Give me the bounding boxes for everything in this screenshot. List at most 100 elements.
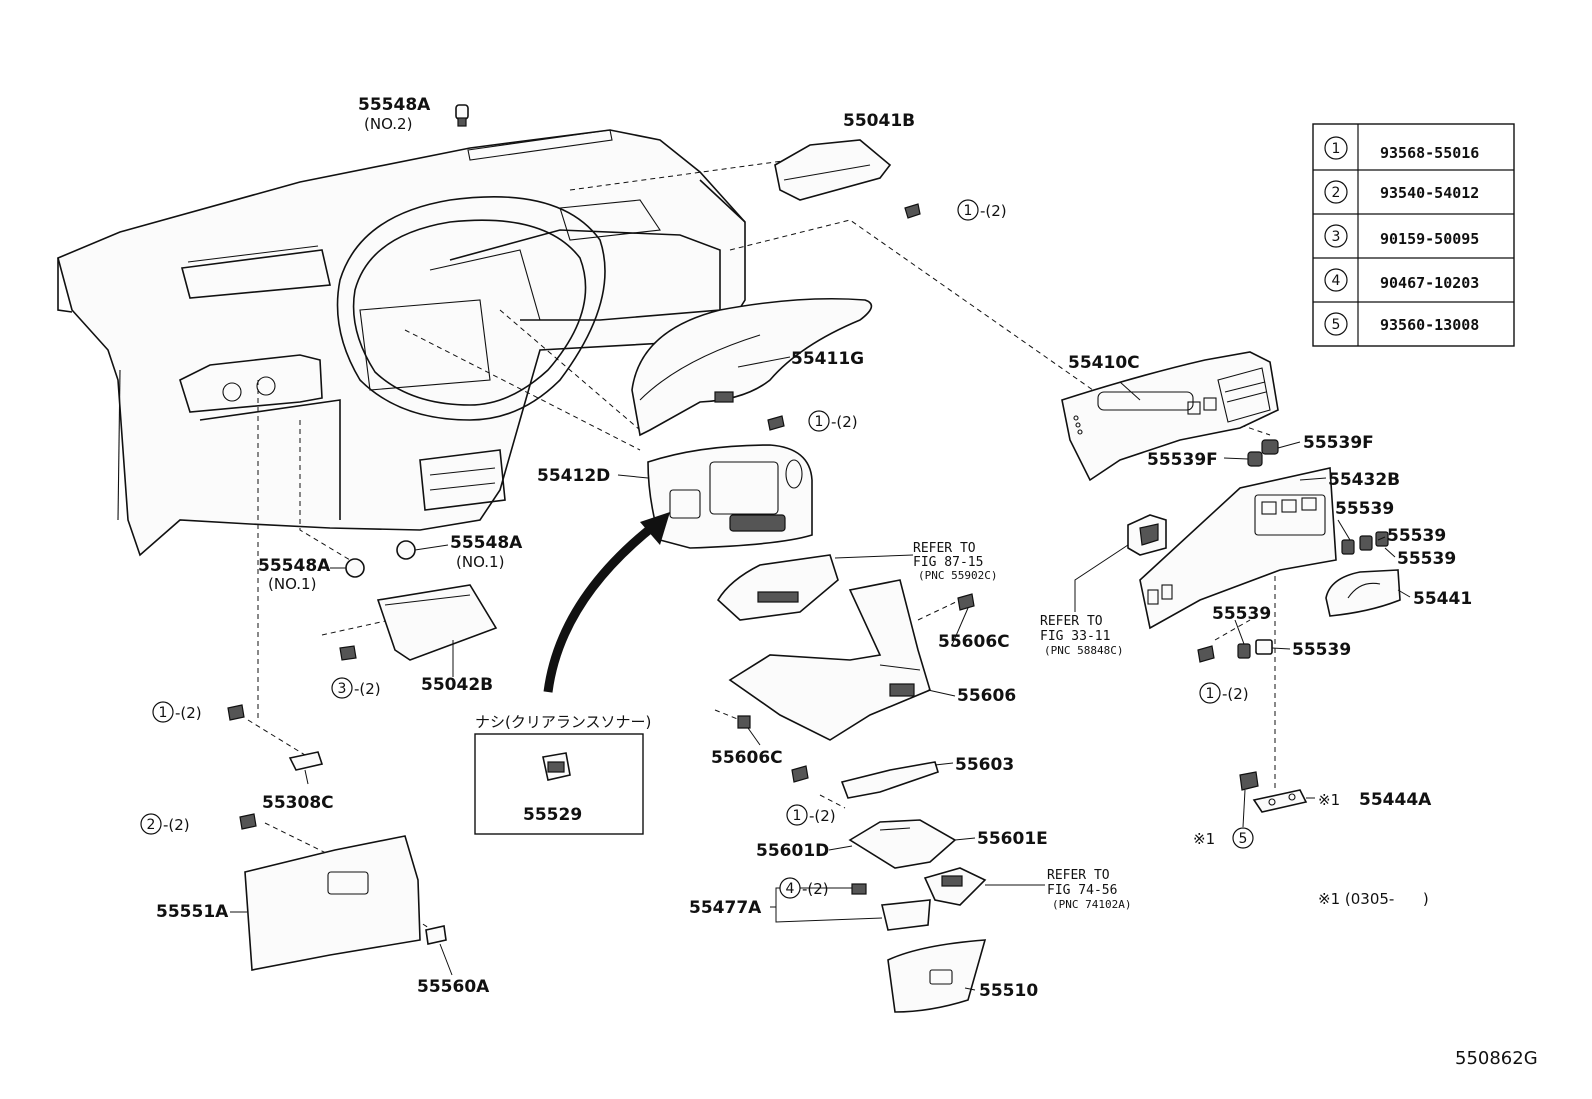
legend-part-2: 93540-54012 <box>1380 184 1479 202</box>
label-55529: 55529 <box>523 805 582 825</box>
clearance-sonar-box <box>474 733 644 835</box>
part-55539-switch-group <box>1341 531 1389 555</box>
screw-2-left <box>239 813 257 830</box>
part-55606-console <box>728 579 931 741</box>
part-55548A-no1-clip-right <box>396 540 416 560</box>
legend-num-2: 2 <box>1332 185 1341 201</box>
label-55606C-b: 55606C <box>711 748 783 768</box>
legend-num-1: 1 <box>1332 141 1341 157</box>
label-55548A-no2: 55548A <box>358 95 431 115</box>
label-55603: 55603 <box>955 755 1014 775</box>
legend-part-5: 93560-13008 <box>1380 316 1479 334</box>
label-55412D: 55412D <box>537 466 610 486</box>
label-55410C: 55410C <box>1068 353 1140 373</box>
screw-55041B <box>904 203 921 219</box>
screw-3 <box>339 645 357 661</box>
screw-55444A <box>1239 771 1259 791</box>
label-55539-a: 55539 <box>1335 499 1394 519</box>
label-55551A: 55551A <box>156 902 229 922</box>
fastener-num-4: 4 <box>786 881 795 897</box>
footnote: ※1 (0305- ) <box>1318 890 1429 908</box>
label-55441: 55441 <box>1413 589 1472 609</box>
screw-55606C-lower <box>737 715 751 729</box>
note-mark-5: ※1 <box>1193 830 1215 848</box>
instrument-panel-body <box>57 129 746 557</box>
fastener-qty-4: -(2) <box>802 880 829 898</box>
label-55411G: 55411G <box>791 349 864 369</box>
ref1-line2: FIG 87-15 <box>913 555 983 570</box>
part-55539F-switch-b <box>1247 451 1263 467</box>
ref2-line1: REFER TO <box>1040 614 1103 629</box>
label-55548A-no1-left-sub: (NO.1) <box>268 575 316 593</box>
part-55560A-lock <box>425 925 447 945</box>
part-ref-74102A <box>923 867 987 906</box>
fastener-num-1-55411G: 1 <box>815 414 824 430</box>
fastener-qty-1-55603: -(2) <box>809 807 836 825</box>
label-55601D: 55601D <box>756 841 829 861</box>
label-55548A-no1-right: 55548A <box>450 533 523 553</box>
part-55601E-tray <box>848 819 957 869</box>
fastener-num-5: 5 <box>1239 831 1248 847</box>
refer-notes: REFER TO FIG 87-15 (PNC 55902C) REFER TO… <box>913 541 1131 911</box>
fastener-qty-3: -(2) <box>354 680 381 698</box>
part-55432B-panel <box>1139 467 1337 630</box>
screw-1-left <box>227 704 245 721</box>
legend-part-4: 90467-10203 <box>1380 274 1479 292</box>
legend-table: 1 2 3 4 5 93568-55016 93540-54012 90159-… <box>1312 123 1515 347</box>
guide-lines <box>247 159 1276 931</box>
part-55539F-switch-a <box>1261 439 1279 455</box>
label-55539F-a: 55539F <box>1303 433 1374 453</box>
part-55603-bracket <box>840 761 939 799</box>
callout-arrow <box>543 512 670 693</box>
fastener-num-1-55603: 1 <box>793 808 802 824</box>
fastener-num-2-left: 2 <box>147 817 156 833</box>
label-55539-c: 55539 <box>1397 549 1456 569</box>
part-55308C-clip <box>288 751 324 771</box>
label-55548A-no1-right-sub: (NO.1) <box>456 553 504 571</box>
nashi-box-title: ナシ(クリアランスソナー) <box>475 713 651 731</box>
fastener-num-1-left: 1 <box>159 705 168 721</box>
part-55412D-cluster <box>647 444 813 549</box>
legend-num-4: 4 <box>1332 273 1341 289</box>
diagram-code: 550862G <box>1455 1048 1538 1069</box>
fastener-qty-1-left: -(2) <box>175 704 202 722</box>
label-55548A-no1-left: 55548A <box>258 556 331 576</box>
part-55411G-meter-hood <box>631 297 873 437</box>
label-55601E: 55601E <box>977 829 1048 849</box>
label-55042B: 55042B <box>421 675 493 695</box>
part-55041B-cover <box>774 139 892 201</box>
label-55539-d: 55539 <box>1212 604 1271 624</box>
part-ref-58848C <box>1127 514 1167 556</box>
ref2-line3: (PNC 58848C) <box>1044 644 1123 657</box>
part-55548A-no2-clip <box>455 104 469 127</box>
fastener-qty-2-left: -(2) <box>163 816 190 834</box>
legend-num-3: 3 <box>1332 229 1341 245</box>
label-55539-b: 55539 <box>1387 526 1446 546</box>
fastener-qty-1-right: -(2) <box>1222 685 1249 703</box>
label-55539F-b: 55539F <box>1147 450 1218 470</box>
label-55548A-no2-sub: (NO.2) <box>364 115 412 133</box>
label-55477A: 55477A <box>689 898 762 918</box>
part-55441-pocket <box>1325 569 1401 617</box>
label-55510: 55510 <box>979 981 1038 1001</box>
ref3-line3: (PNC 74102A) <box>1052 898 1131 911</box>
fastener-num-1-top: 1 <box>964 203 973 219</box>
label-55041B: 55041B <box>843 111 915 131</box>
part-labels: 55548A (NO.2) 55041B 55411G 55410C 55412… <box>156 95 1472 1001</box>
fastener-callouts: 1 -(2) 1 -(2) 3 -(2) 1 -(2) 2 -(2) 1 -(2… <box>140 199 1254 899</box>
part-55539-switch-lower <box>1237 639 1273 659</box>
legend-num-5: 5 <box>1332 317 1341 333</box>
part-55551A-glovebox <box>244 835 421 971</box>
label-55432B: 55432B <box>1328 470 1400 490</box>
legend-part-3: 90159-50095 <box>1380 230 1479 248</box>
screw-55603 <box>791 765 809 783</box>
ref3-line2: FIG 74-56 <box>1047 883 1117 898</box>
fastener-qty-1-top: -(2) <box>980 202 1007 220</box>
legend-part-1: 93568-55016 <box>1380 144 1479 162</box>
part-55548A-no1-clip-left <box>345 558 365 578</box>
label-55606C-a: 55606C <box>938 632 1010 652</box>
ref2-line2: FIG 33-11 <box>1040 629 1110 644</box>
leader-lines <box>230 356 1411 991</box>
screw-55411G <box>767 415 785 431</box>
